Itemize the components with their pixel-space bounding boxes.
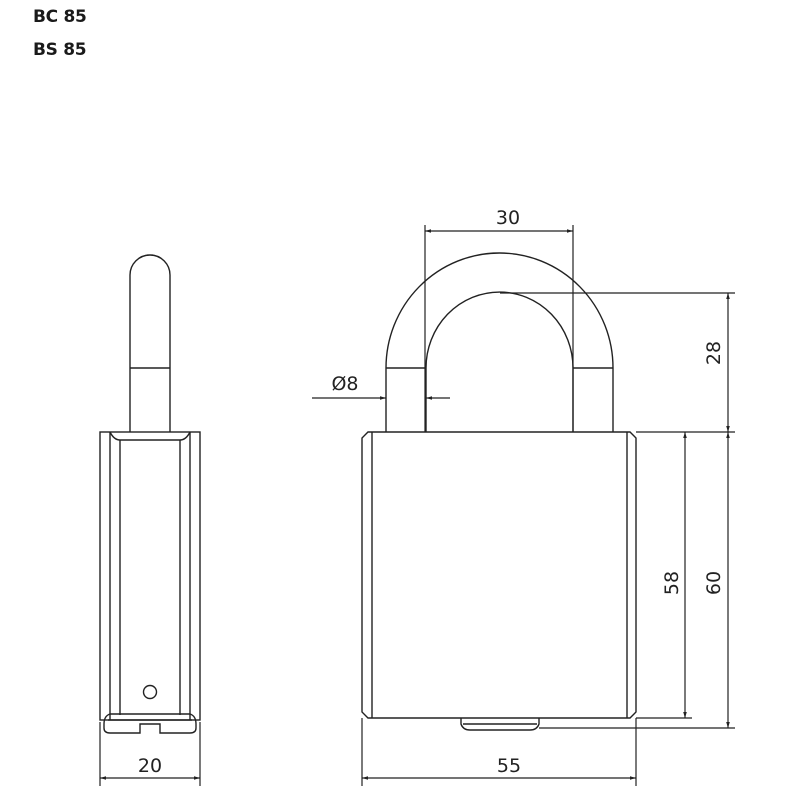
dim-body-width bbox=[361, 718, 637, 786]
side-view bbox=[99, 254, 201, 734]
front-shackle-inner bbox=[425, 291, 574, 432]
dim-body-height bbox=[636, 432, 692, 719]
front-view bbox=[361, 252, 637, 731]
dim-label-28: 28 bbox=[703, 341, 725, 365]
side-shackle bbox=[129, 254, 171, 432]
dim-side-width bbox=[99, 722, 201, 786]
dim-label-30: 30 bbox=[496, 207, 520, 229]
model-title-bs85: BS 85 bbox=[33, 40, 87, 60]
dim-label-55: 55 bbox=[497, 755, 521, 777]
dim-label-diameter: Ø8 bbox=[331, 373, 358, 395]
dim-label-60: 60 bbox=[703, 571, 725, 595]
side-body bbox=[99, 431, 201, 721]
dim-label-20: 20 bbox=[138, 755, 162, 777]
dim-shackle-inner-width bbox=[424, 225, 574, 432]
front-shackle-outer bbox=[385, 252, 614, 432]
dim-shackle-clearance bbox=[500, 292, 735, 433]
dim-label-58: 58 bbox=[661, 571, 683, 595]
dim-overall-body-height bbox=[539, 432, 735, 729]
side-hole bbox=[142, 684, 158, 700]
model-title-bc85: BC 85 bbox=[33, 7, 87, 27]
front-body bbox=[361, 431, 637, 719]
